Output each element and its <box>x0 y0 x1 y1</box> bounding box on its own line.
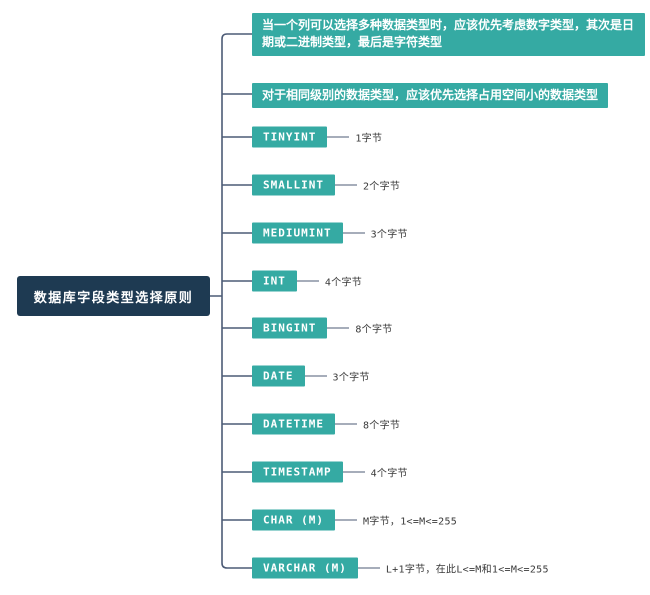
root-node-label: 数据库字段类型选择原则 <box>33 289 194 305</box>
type-row: BINGINT 8个字节 <box>252 317 393 339</box>
type-node[interactable]: DATE <box>252 365 305 387</box>
type-node[interactable]: TINYINT <box>252 126 328 148</box>
type-size-label: 3个字节 <box>332 372 370 384</box>
type-connector-line <box>327 327 350 329</box>
type-node[interactable]: TIMESTAMP <box>252 461 343 483</box>
type-row: DATETIME 8个字节 <box>252 413 401 435</box>
type-node[interactable]: MEDIUMINT <box>252 222 343 244</box>
type-row: CHAR (M) M字节，1<=M<=255 <box>252 509 458 531</box>
type-node[interactable]: SMALLINT <box>252 174 335 196</box>
type-size-label: 2个字节 <box>362 181 401 193</box>
type-node[interactable]: CHAR (M) <box>252 509 335 531</box>
type-size-label: 1字节 <box>355 133 383 145</box>
note-node-priority-order[interactable]: 当一个列可以选择多种数据类型时，应该优先考虑数字类型，其次是日期或二进制类型，最… <box>252 13 645 56</box>
root-node[interactable]: 数据库字段类型选择原则 <box>17 276 210 316</box>
type-connector-line <box>334 184 357 186</box>
type-connector-line <box>304 375 327 377</box>
type-node[interactable]: DATETIME <box>252 413 335 435</box>
type-connector-line <box>342 232 365 234</box>
type-row: SMALLINT 2个字节 <box>252 174 401 196</box>
type-size-label: 4个字节 <box>370 468 408 480</box>
type-size-label: 3个字节 <box>370 229 408 241</box>
type-size-label: 4个字节 <box>324 277 363 289</box>
type-node[interactable]: INT <box>252 270 297 292</box>
type-row: INT 4个字节 <box>252 270 363 292</box>
type-size-label: 8个字节 <box>355 324 393 336</box>
type-size-label: M字节，1<=M<=255 <box>362 516 458 528</box>
type-row: MEDIUMINT 3个字节 <box>252 222 408 244</box>
type-size-label: 8个字节 <box>362 420 401 432</box>
type-row: DATE 3个字节 <box>252 365 370 387</box>
type-row: VARCHAR (M) L+1字节，在此L<=M和1<=M<=255 <box>252 557 549 579</box>
type-connector-line <box>357 567 380 569</box>
note-node-space-preference[interactable]: 对于相同级别的数据类型，应该优先选择占用空间小的数据类型 <box>252 83 609 109</box>
type-connector-line <box>334 519 357 521</box>
type-connector-line <box>327 136 350 138</box>
type-size-label: L+1字节，在此L<=M和1<=M<=255 <box>385 564 549 576</box>
type-node[interactable]: VARCHAR (M) <box>252 557 358 579</box>
type-connector-line <box>334 423 357 425</box>
type-row: TINYINT 1字节 <box>252 126 383 148</box>
type-connector-line <box>296 280 319 282</box>
type-row: TIMESTAMP 4个字节 <box>252 461 408 483</box>
type-connector-line <box>342 471 365 473</box>
type-node[interactable]: BINGINT <box>252 317 328 339</box>
